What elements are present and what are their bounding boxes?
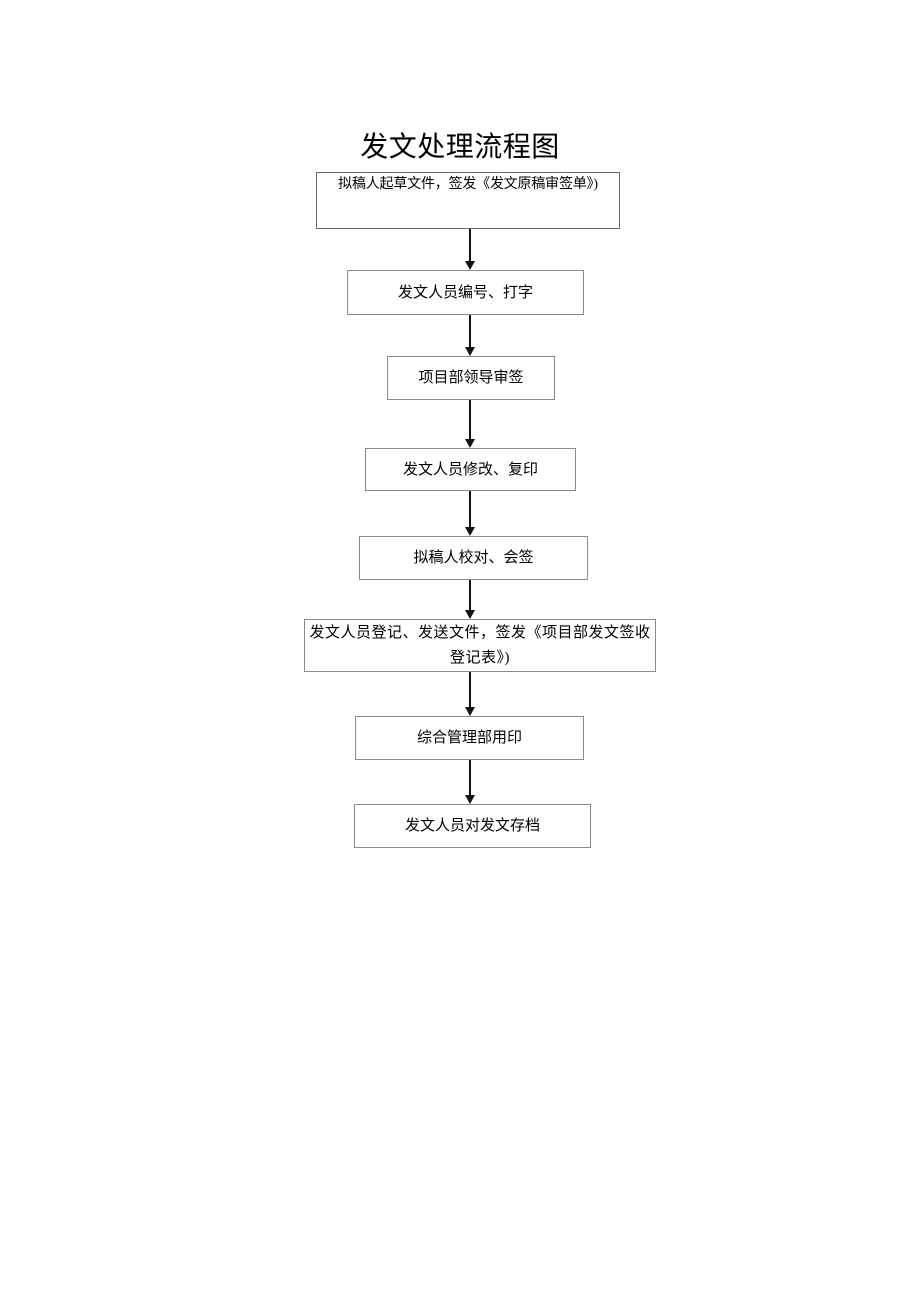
flow-node-6-label: 发文人员登记、发送文件，签发《项目部发文签收登记表》): [309, 624, 651, 666]
flow-edge-5-shaft: [469, 580, 471, 610]
page-title: 发文处理流程图: [0, 131, 920, 165]
flow-edge-3-arrowhead: [465, 439, 475, 448]
flow-edge-2-arrowhead: [465, 347, 475, 356]
flow-edge-1-shaft: [469, 229, 471, 261]
flow-edge-6-shaft: [469, 672, 471, 707]
flow-edge-5-arrowhead: [465, 610, 475, 619]
flow-edge-7-shaft: [469, 760, 471, 795]
flow-node-7[interactable]: 综合管理部用印: [355, 716, 584, 760]
flow-node-8[interactable]: 发文人员对发文存档: [354, 804, 591, 848]
flow-node-7-label: 综合管理部用印: [416, 730, 522, 746]
page-title-text: 发文处理流程图: [360, 132, 560, 163]
flow-edge-2-shaft: [469, 315, 471, 347]
flow-node-8-label: 发文人员对发文存档: [404, 818, 540, 834]
flow-node-4[interactable]: 发文人员修改、复印: [365, 448, 576, 491]
flow-edge-4-arrowhead: [465, 527, 475, 536]
flow-edge-7-arrowhead: [465, 795, 475, 804]
flow-node-3-label: 项目部领导审签: [418, 370, 524, 386]
flow-node-5[interactable]: 拟稿人校对、会签: [359, 536, 588, 580]
flow-node-5-label: 拟稿人校对、会签: [413, 550, 534, 566]
flow-node-2-label: 发文人员编号、打字: [397, 284, 533, 301]
flow-edge-1-arrowhead: [465, 261, 475, 270]
flow-node-2[interactable]: 发文人员编号、打字: [347, 270, 584, 315]
flow-edge-4-shaft: [469, 491, 471, 527]
flow-edge-3-shaft: [469, 400, 471, 439]
flow-node-6[interactable]: 发文人员登记、发送文件，签发《项目部发文签收登记表》): [304, 619, 656, 672]
flow-node-1[interactable]: 拟稿人起草文件，签发《发文原稿审签单》): [316, 172, 620, 229]
flow-node-3[interactable]: 项目部领导审签: [387, 356, 555, 400]
flow-edge-6-arrowhead: [465, 707, 475, 716]
flow-node-4-label: 发文人员修改、复印: [402, 461, 538, 478]
flow-node-1-label: 拟稿人起草文件，签发《发文原稿审签单》): [338, 177, 598, 192]
